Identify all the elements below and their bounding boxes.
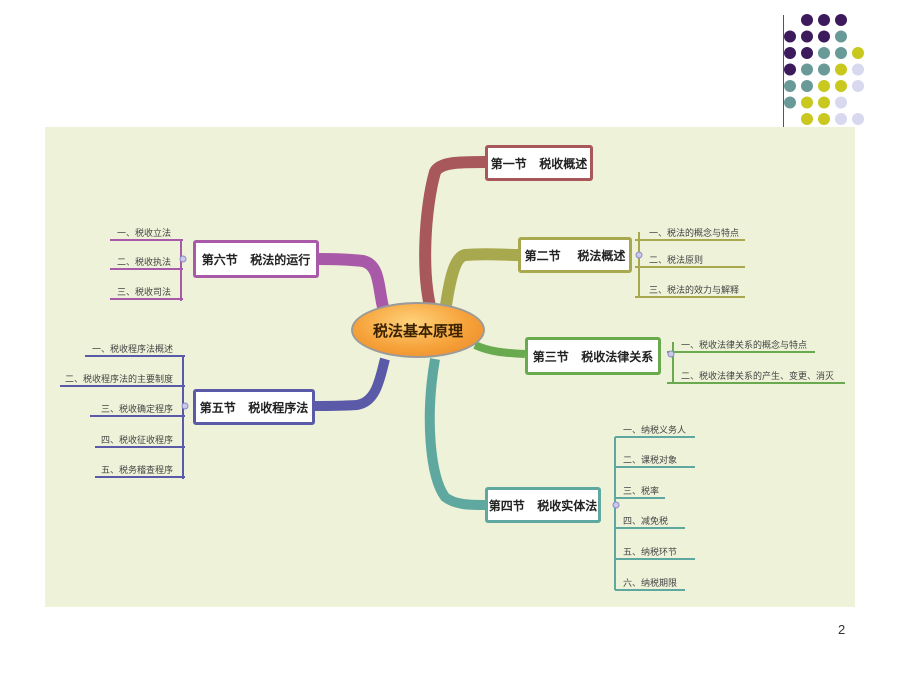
decor-dot <box>835 14 847 26</box>
s2-leaf-2[interactable]: 二、税法原则 <box>649 256 704 266</box>
decor-dot <box>835 80 847 92</box>
decor-dot <box>801 47 813 59</box>
s4-leaf-4[interactable]: 四、减免税 <box>623 517 669 527</box>
s6-leaf-2[interactable]: 二、税收执法 <box>116 258 171 268</box>
s4-leaf-5[interactable]: 五、纳税环节 <box>623 548 678 558</box>
decor-dot <box>784 47 796 59</box>
section-2-node[interactable]: 第二节 税法概述 <box>518 237 632 273</box>
decor-dot <box>801 96 813 109</box>
s5-leaf-1[interactable]: 一、税收程序法概述 <box>91 345 173 355</box>
branch-s5 <box>314 357 390 411</box>
s4-leaf-2[interactable]: 二、课税对象 <box>623 456 678 466</box>
decor-dot <box>801 113 813 125</box>
s6-leaf-1[interactable]: 一、税收立法 <box>116 229 171 239</box>
decorative-dot-grid <box>784 14 864 140</box>
decor-dot <box>818 14 830 26</box>
s6-leaf-lines <box>110 239 183 301</box>
s4-leaf-1[interactable]: 一、纳税义务人 <box>623 426 687 436</box>
s5-leaf-lines <box>60 355 185 479</box>
branch-s4 <box>424 358 486 510</box>
decor-dot <box>784 80 796 92</box>
center-topic[interactable]: 税法基本原理 <box>351 302 485 358</box>
divider-line <box>783 15 784 127</box>
decor-dot <box>835 63 847 76</box>
mind-map: 税法基本原理 第一节 税收概述 第二节 税法概述 第三节 税收法律关系 第四节 … <box>45 127 855 607</box>
branch-s6 <box>318 253 389 309</box>
s4-leaf-lines <box>614 436 695 591</box>
decor-dot <box>784 30 796 43</box>
decor-dot <box>852 113 864 125</box>
s5-leaf-5[interactable]: 五、税务稽查程序 <box>100 466 173 476</box>
decor-dot <box>835 47 847 59</box>
decor-dot <box>835 30 847 43</box>
decor-dot <box>801 30 813 43</box>
decor-dot <box>818 113 830 125</box>
section-3-node[interactable]: 第三节 税收法律关系 <box>525 337 661 375</box>
decor-dot <box>818 47 830 59</box>
s2-leaf-3[interactable]: 三、税法的效力与解释 <box>649 286 740 296</box>
decor-dot <box>818 80 830 92</box>
branch-s1 <box>419 156 486 319</box>
s2-leaf-1[interactable]: 一、税法的概念与特点 <box>649 229 740 239</box>
decor-dot <box>801 63 813 76</box>
decor-dot <box>818 63 830 76</box>
branch-connectors <box>60 156 845 591</box>
s3-leaf-lines <box>667 342 845 384</box>
decor-dot <box>852 47 864 59</box>
s5-leaf-3[interactable]: 三、税收确定程序 <box>100 405 173 415</box>
s3-leaf-1[interactable]: 一、税收法律关系的概念与特点 <box>681 341 808 351</box>
s5-leaf-4[interactable]: 四、税收征收程序 <box>100 436 173 446</box>
section-6-node[interactable]: 第六节 税法的运行 <box>193 240 319 278</box>
section-4-node[interactable]: 第四节 税收实体法 <box>485 487 601 523</box>
decor-dot <box>784 96 796 109</box>
decor-dot <box>852 63 864 76</box>
branch-s3 <box>473 341 526 358</box>
decor-dot <box>801 14 813 26</box>
s4-leaf-3[interactable]: 三、税率 <box>623 487 660 497</box>
page-number: 2 <box>838 622 846 637</box>
decor-dot <box>852 80 864 92</box>
decor-dot <box>801 80 813 92</box>
s6-leaf-3[interactable]: 三、税收司法 <box>116 288 171 298</box>
s4-leaf-6[interactable]: 六、纳税期限 <box>623 579 678 589</box>
decor-dot <box>818 96 830 109</box>
section-1-node[interactable]: 第一节 税收概述 <box>485 145 593 181</box>
connector-markers <box>179 251 675 509</box>
section-5-node[interactable]: 第五节 税收程序法 <box>193 389 315 425</box>
s5-leaf-2[interactable]: 二、税收程序法的主要制度 <box>64 375 173 385</box>
decor-dot <box>835 96 847 109</box>
decor-dot <box>784 63 796 76</box>
branch-s2 <box>439 248 519 313</box>
s3-leaf-2[interactable]: 二、税收法律关系的产生、变更、消灭 <box>681 372 835 382</box>
decor-dot <box>818 30 830 43</box>
s2-leaf-lines <box>635 232 745 298</box>
decor-dot <box>835 113 847 125</box>
